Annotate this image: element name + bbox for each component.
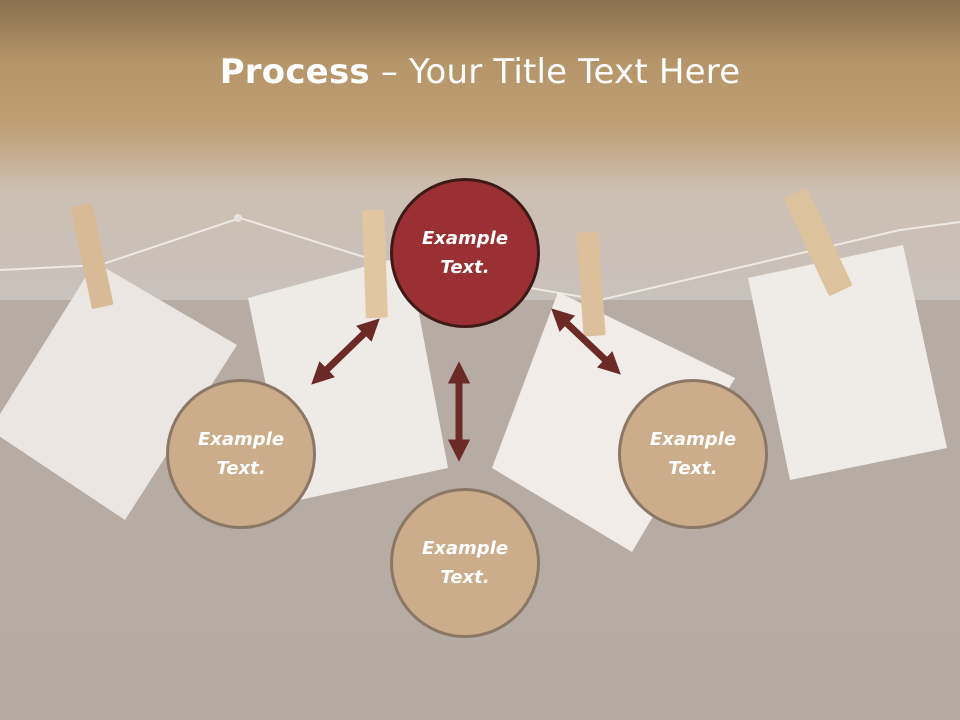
node-top-line2: Text.: [440, 257, 490, 278]
node-left-line1: Example: [197, 429, 285, 450]
node-right-circle[interactable]: Example Text.: [618, 379, 768, 529]
paper-card-1: [0, 262, 237, 520]
node-top-line1: Example: [421, 228, 509, 249]
node-bottom-line2: Text.: [440, 567, 490, 588]
node-left-circle[interactable]: Example Text.: [166, 379, 316, 529]
node-bottom-line1: Example: [421, 538, 509, 559]
clothespin-4: [784, 188, 852, 296]
slide-title: Process – Your Title Text Here: [0, 52, 960, 92]
nail-icon: [234, 214, 242, 222]
title-rest: – Your Title Text Here: [369, 52, 741, 92]
clothespin-2: [362, 209, 388, 319]
node-left-line2: Text.: [216, 458, 266, 479]
paper-card-4: [748, 245, 947, 480]
title-bold: Process: [219, 52, 370, 92]
clothespin-1: [70, 203, 114, 309]
node-right-line1: Example: [649, 429, 737, 450]
node-top-circle[interactable]: Example Text.: [390, 178, 540, 328]
node-right-line2: Text.: [668, 458, 718, 479]
node-bottom-circle[interactable]: Example Text.: [390, 488, 540, 638]
